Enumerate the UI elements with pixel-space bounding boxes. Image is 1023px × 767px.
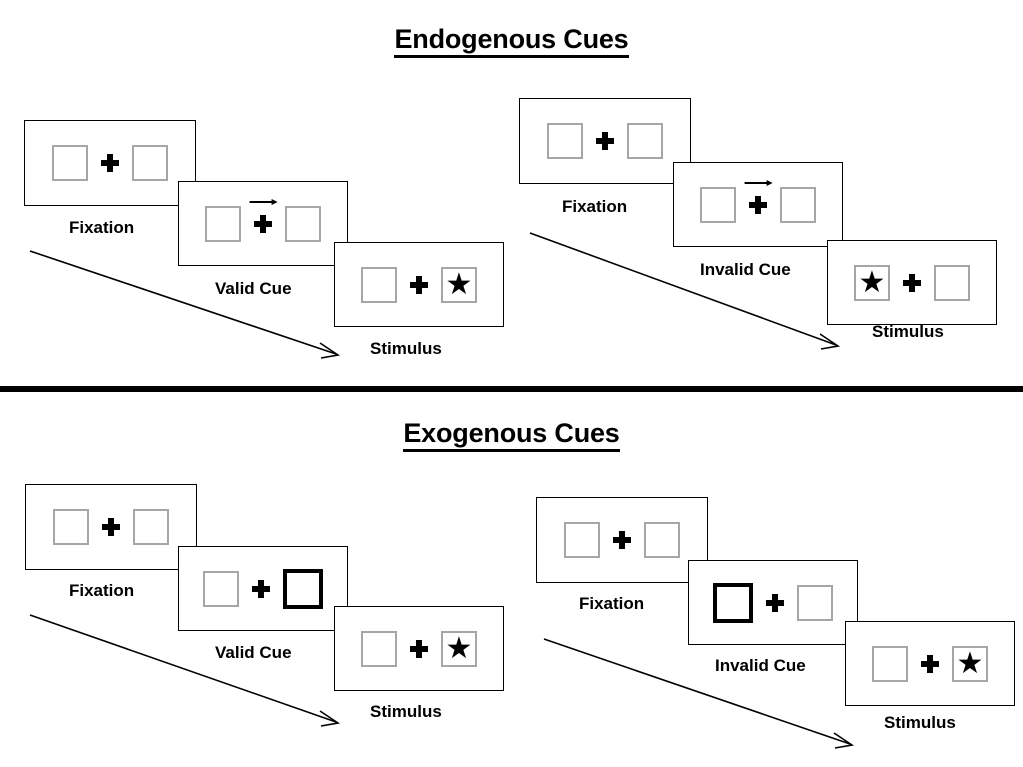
time-flow-arrow-exogenous-invalid — [543, 638, 855, 749]
fixation-cross-icon — [903, 273, 921, 292]
fixation-cross-icon — [613, 531, 631, 549]
caption-endogenous-valid-cue: Valid Cue — [215, 279, 292, 298]
placeholder-box-right — [797, 584, 833, 621]
placeholder-box-left — [872, 645, 908, 682]
cued-box-right — [283, 568, 323, 609]
caption-endogenous-valid-fixation: Fixation — [69, 218, 135, 237]
target-box-right: ★ — [441, 266, 477, 303]
section-title-exogenous: Exogenous Cues — [0, 418, 1023, 452]
fixation-cross-icon — [102, 518, 120, 536]
placeholder-box-left — [547, 123, 583, 159]
fixation-cross-wrap — [249, 198, 278, 233]
fixation-cross-icon — [252, 579, 270, 598]
target-box-right: ★ — [441, 630, 477, 667]
section-title-exogenous-text: Exogenous Cues — [403, 418, 620, 452]
stimulus-row — [689, 561, 857, 644]
placeholder-box-left — [203, 570, 239, 607]
placeholder-box-right — [132, 145, 168, 181]
frame-endogenous-valid-stimulus: ★ — [334, 242, 504, 327]
placeholder-box-left — [564, 522, 600, 558]
placeholder-box-left — [361, 266, 397, 303]
stimulus-row — [179, 547, 347, 630]
star-icon: ★ — [445, 267, 473, 301]
placeholder-box-right — [780, 186, 816, 223]
caption-exogenous-invalid-cue: Invalid Cue — [715, 656, 806, 675]
caption-endogenous-invalid-fixation: Fixation — [562, 197, 628, 216]
fixation-cross-wrap — [903, 273, 921, 292]
fixation-cross-wrap — [102, 518, 120, 536]
stimulus-row: ★ — [846, 622, 1014, 705]
arrow-right-icon — [744, 179, 773, 186]
section-title-endogenous: Endogenous Cues — [0, 24, 1023, 58]
placeholder-box-left — [205, 205, 241, 242]
fixation-cross-icon — [254, 214, 272, 233]
section-divider — [0, 386, 1023, 392]
fixation-cross-icon — [766, 593, 784, 612]
caption-endogenous-valid-stimulus: Stimulus — [370, 339, 442, 358]
placeholder-box-right — [644, 522, 680, 558]
stimulus-row — [26, 485, 196, 569]
placeholder-box-left — [700, 186, 736, 223]
frame-exogenous-valid-cue — [178, 546, 348, 631]
frame-exogenous-invalid-stimulus: ★ — [845, 621, 1015, 706]
frame-endogenous-invalid-cue — [673, 162, 843, 247]
caption-exogenous-valid-fixation: Fixation — [69, 581, 135, 600]
fixation-cross-icon — [410, 639, 428, 658]
placeholder-box-right — [285, 205, 321, 242]
stimulus-row — [25, 121, 195, 205]
fixation-cross-icon — [410, 275, 428, 294]
caption-exogenous-valid-stimulus: Stimulus — [370, 702, 442, 721]
fixation-cross-wrap — [744, 179, 773, 214]
fixation-cross-icon — [101, 154, 119, 172]
fixation-cross-wrap — [101, 154, 119, 172]
target-box-left: ★ — [854, 264, 890, 301]
frame-exogenous-invalid-fixation — [536, 497, 708, 583]
target-box-right: ★ — [952, 645, 988, 682]
placeholder-box-right — [934, 264, 970, 301]
placeholder-box-left — [361, 630, 397, 667]
arrow-right-icon — [249, 198, 278, 205]
frame-exogenous-valid-fixation — [25, 484, 197, 570]
stimulus-row — [674, 163, 842, 246]
fixation-cross-wrap — [252, 579, 270, 598]
stimulus-row: ★ — [335, 243, 503, 326]
frame-endogenous-invalid-stimulus: ★ — [827, 240, 997, 325]
caption-exogenous-invalid-fixation: Fixation — [579, 594, 645, 613]
caption-endogenous-invalid-stimulus: Stimulus — [872, 322, 944, 341]
caption-endogenous-invalid-cue: Invalid Cue — [700, 260, 791, 279]
placeholder-box-left — [53, 509, 89, 545]
stimulus-row — [520, 99, 690, 183]
stimulus-row — [537, 498, 707, 582]
placeholder-box-right — [133, 509, 169, 545]
star-icon: ★ — [445, 631, 473, 665]
fixation-cross-wrap — [613, 531, 631, 549]
star-icon: ★ — [858, 265, 886, 299]
fixation-cross-wrap — [410, 275, 428, 294]
placeholder-box-right — [627, 123, 663, 159]
fixation-cross-icon — [921, 654, 939, 673]
cued-box-left — [713, 582, 753, 623]
stimulus-row: ★ — [335, 607, 503, 690]
fixation-cross-wrap — [766, 593, 784, 612]
caption-exogenous-valid-cue: Valid Cue — [215, 643, 292, 662]
frame-exogenous-valid-stimulus: ★ — [334, 606, 504, 691]
caption-exogenous-invalid-stimulus: Stimulus — [884, 713, 956, 732]
stimulus-row — [179, 182, 347, 265]
frame-endogenous-valid-cue — [178, 181, 348, 266]
time-flow-arrow-endogenous-invalid — [529, 232, 841, 350]
fixation-cross-icon — [596, 132, 614, 150]
fixation-cross-wrap — [921, 654, 939, 673]
fixation-cross-icon — [749, 195, 767, 214]
frame-exogenous-invalid-cue — [688, 560, 858, 645]
stimulus-row: ★ — [828, 241, 996, 324]
fixation-cross-wrap — [596, 132, 614, 150]
placeholder-box-left — [52, 145, 88, 181]
fixation-cross-wrap — [410, 639, 428, 658]
frame-endogenous-valid-fixation — [24, 120, 196, 206]
star-icon: ★ — [956, 646, 984, 680]
frame-endogenous-invalid-fixation — [519, 98, 691, 184]
section-title-endogenous-text: Endogenous Cues — [394, 24, 629, 58]
